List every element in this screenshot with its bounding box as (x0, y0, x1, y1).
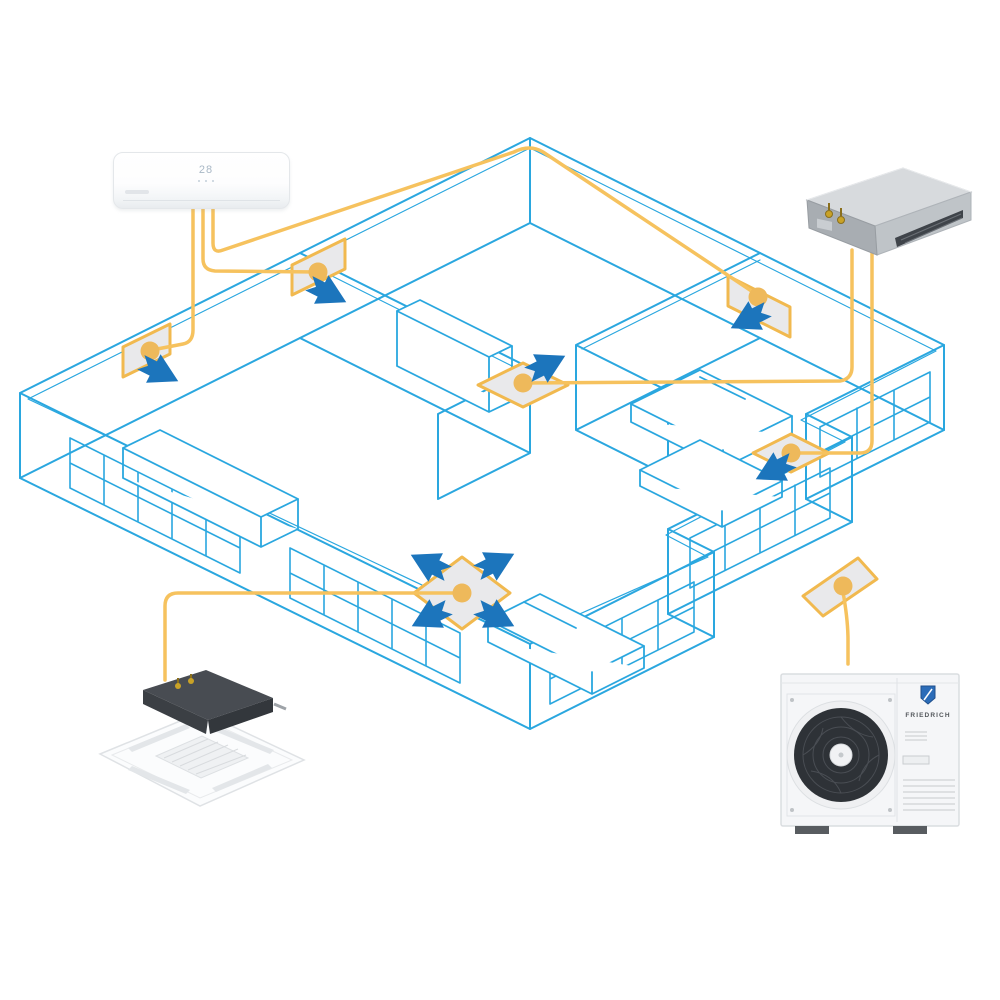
friedrich-brand-text: FRIEDRICH (905, 712, 950, 719)
ducted-valve-1 (825, 210, 833, 218)
refrigerant-lines (150, 146, 874, 682)
house-wireframe (19, 137, 945, 730)
outdoor-condenser-unit: FRIEDRICH (775, 660, 965, 838)
ducted-valve-2 (837, 216, 845, 224)
cassette-housing-front (143, 690, 208, 734)
ceiling-cassette-indoor-unit (98, 668, 308, 818)
wall-unit-vent-line (123, 200, 280, 201)
ducted-indoor-unit (795, 158, 980, 258)
outdoor-foot-right (893, 826, 927, 834)
pipe-ducted-to-zone-4 (521, 248, 854, 385)
cassette-intake-grille (154, 735, 250, 779)
zone-4-dot (513, 373, 533, 393)
wall-unit-brand-logo (125, 190, 149, 194)
pipe-outdoor-to-zone-7 (841, 590, 850, 666)
cassette-housing-right (208, 698, 273, 734)
cassette-housing-top (143, 670, 273, 720)
zone-7-dot (833, 576, 853, 596)
zone-2-dot (308, 262, 328, 282)
cassette-drawing (98, 670, 306, 807)
pipe-cassette-to-zone-6 (163, 591, 464, 682)
wall-mounted-indoor-unit: 28 (113, 152, 290, 209)
outdoor-handle (902, 755, 930, 765)
window-grid-sw-1 (69, 437, 241, 574)
wall-unit-temperature-display: 28 (198, 164, 214, 176)
ducted-label (817, 218, 832, 231)
wall-unit-indicator-dots (198, 180, 214, 182)
outdoor-vents (903, 731, 955, 811)
pipe-wall-unit-to-zone-1 (150, 205, 195, 352)
cabinet (396, 299, 513, 358)
interior-wall-caps (299, 259, 761, 373)
cassette-valve-2 (188, 678, 194, 684)
outdoor-foot-left (795, 826, 829, 834)
ducted-unit-drawing (805, 167, 973, 256)
outer-wall-tops-inner (27, 147, 937, 637)
ducted-left-face (806, 199, 878, 256)
ducted-air-grille (895, 210, 963, 247)
cassette-vane-slots (128, 724, 274, 794)
fan-grille (802, 716, 880, 794)
furniture (122, 299, 793, 695)
zone-1-dot (140, 341, 160, 361)
window-grid-sw-2 (289, 547, 461, 684)
zone-3-dot (748, 287, 768, 307)
cassette-valve-1 (175, 683, 181, 689)
pipe-wall-unit-to-zone-2 (201, 205, 320, 274)
outdoor-unit-drawing: FRIEDRICH (780, 673, 960, 834)
zone-6-dot (452, 583, 472, 603)
window-grid-se-1 (819, 371, 931, 478)
pipe-ducted-to-zone-5 (789, 248, 874, 455)
